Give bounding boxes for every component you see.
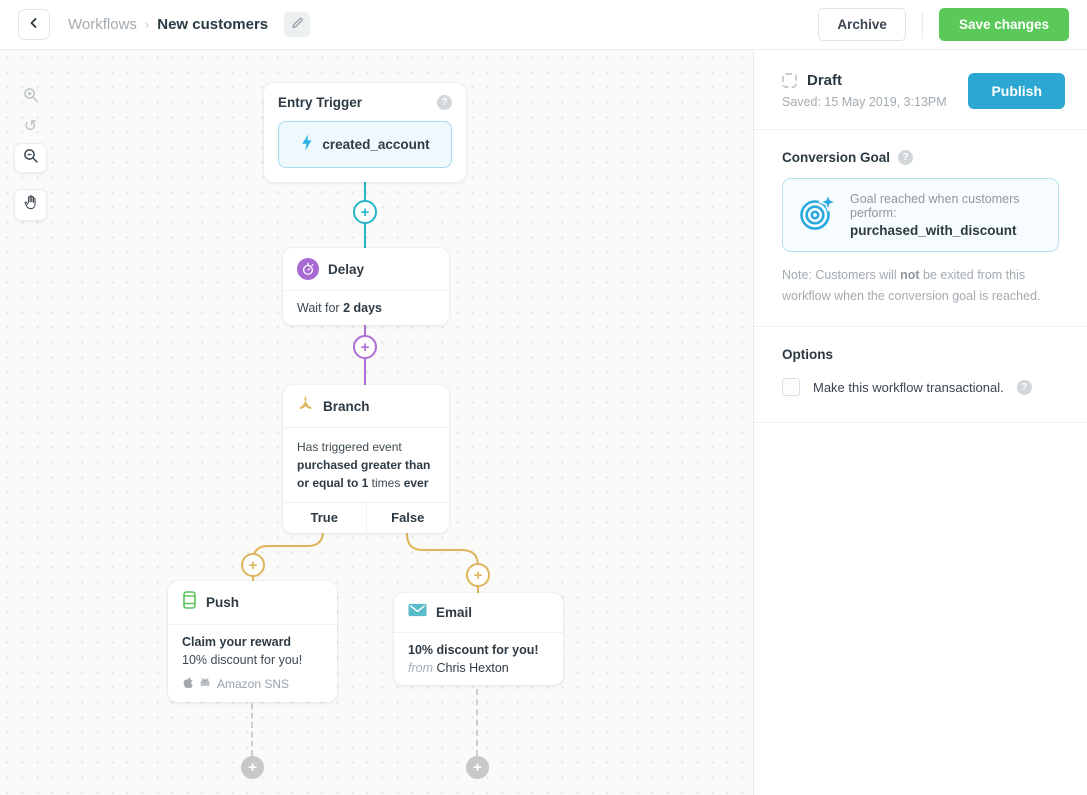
zoom-out-icon [23, 148, 39, 169]
push-body: Claim your reward 10% discount for you! … [168, 624, 337, 702]
goal-note-part1: Note: Customers will [782, 268, 901, 282]
breadcrumb-workflows[interactable]: Workflows [68, 16, 137, 33]
connector-push-next [251, 694, 253, 756]
archive-button[interactable]: Archive [818, 8, 906, 41]
page-title: New customers [157, 16, 269, 33]
publish-button[interactable]: Publish [968, 73, 1065, 109]
pan-tool-button[interactable] [14, 189, 47, 221]
pencil-icon [291, 16, 304, 34]
email-from-name: Chris Hexton [436, 661, 509, 675]
delay-node[interactable]: Delay Wait for 2 days [283, 248, 449, 325]
add-node-button-after-email[interactable]: + [466, 756, 489, 779]
email-from-prefix: from [408, 661, 437, 675]
trigger-event-name: created_account [322, 137, 430, 152]
entry-trigger-help-icon[interactable]: ? [437, 95, 452, 110]
conversion-goal-title: Conversion Goal [782, 150, 891, 165]
goal-description: Goal reached when customers perform: [850, 192, 1020, 220]
options-section: Options Make this workflow transactional… [754, 327, 1087, 424]
settings-panel: Draft Saved: 15 May 2019, 3:13PM Publish… [753, 50, 1087, 795]
branch-icon [297, 395, 314, 417]
undo-icon: ↺ [23, 118, 38, 135]
push-node[interactable]: Push Claim your reward 10% discount for … [168, 581, 337, 702]
goal-note-emphasis: not [900, 268, 920, 282]
rename-button[interactable] [284, 12, 311, 37]
email-body: 10% discount for you! from Chris Hexton [394, 632, 563, 685]
entry-trigger-title: Entry Trigger [278, 95, 363, 110]
push-message-text: 10% discount for you! [182, 653, 303, 667]
branch-true-label[interactable]: True [283, 503, 367, 533]
branch-cond-window: ever [403, 476, 429, 490]
delay-text-prefix: Wait for [297, 301, 344, 315]
add-step-button-true-branch[interactable]: + [241, 553, 265, 577]
header-divider [921, 11, 923, 38]
apple-icon [182, 676, 193, 692]
branch-cond-event: purchased greater than or equal to 1 [297, 458, 431, 490]
back-button[interactable] [18, 9, 50, 40]
envelope-icon [408, 603, 427, 622]
lightning-bolt-icon [300, 133, 313, 156]
push-title: Push [206, 595, 240, 610]
add-node-button-after-push[interactable]: + [241, 756, 264, 779]
branch-cond-text: Has triggered event [297, 440, 402, 454]
options-title: Options [782, 347, 833, 363]
breadcrumb: Workflows › New customers [68, 12, 311, 37]
push-message-title: Claim your reward [182, 635, 292, 649]
delay-duration: 2 days [343, 301, 382, 315]
plus-icon: + [473, 566, 483, 584]
add-step-button-false-branch[interactable]: + [466, 563, 490, 587]
entry-trigger-node[interactable]: Entry Trigger ? created_account [264, 83, 466, 182]
plus-icon: + [360, 338, 370, 356]
email-title: Email [436, 605, 473, 620]
android-icon [199, 677, 211, 692]
plus-icon: + [248, 556, 258, 574]
zoom-in-icon [23, 87, 39, 108]
stopwatch-icon [297, 258, 319, 280]
top-header: Workflows › New customers Archive Save c… [0, 0, 1087, 50]
plus-icon: + [360, 203, 370, 221]
conversion-goal-help-icon[interactable]: ? [898, 150, 914, 165]
breadcrumb-separator: › [144, 17, 150, 32]
status-label: Draft [807, 72, 843, 89]
branch-cond-times: times [368, 476, 404, 490]
zoom-out-button[interactable] [14, 143, 47, 173]
add-step-button-delay-branch[interactable]: + [353, 335, 377, 359]
chevron-left-icon [27, 16, 41, 33]
transactional-help-icon[interactable]: ? [1016, 379, 1032, 395]
save-changes-button[interactable]: Save changes [938, 8, 1069, 41]
branch-outcomes: True False [283, 502, 449, 533]
target-goal-icon [797, 191, 839, 238]
goal-note: Note: Customers will not be exited from … [782, 265, 1059, 306]
email-subject: 10% discount for you! [408, 643, 539, 657]
goal-note-part2: be exited from this workflow when the co… [782, 268, 1041, 303]
conversion-goal-box[interactable]: Goal reached when customers perform: pur… [782, 178, 1059, 252]
email-node[interactable]: Email 10% discount for you! from Chris H… [394, 593, 563, 685]
draft-status-icon [782, 73, 797, 88]
saved-timestamp: Saved: 15 May 2019, 3:13PM [782, 95, 947, 109]
branch-node[interactable]: Branch Has triggered event purchased gre… [283, 385, 449, 533]
branch-false-label[interactable]: False [391, 510, 425, 525]
branch-title: Branch [323, 398, 370, 414]
add-step-button-entry-delay[interactable]: + [353, 200, 377, 224]
delay-title: Delay [328, 261, 365, 277]
plus-icon: + [473, 759, 482, 776]
status-section: Draft Saved: 15 May 2019, 3:13PM Publish [754, 50, 1087, 130]
delay-body: Wait for 2 days [283, 290, 449, 325]
trigger-event-box[interactable]: created_account [278, 121, 452, 168]
connector-email-next [476, 679, 478, 756]
goal-event-name: purchased_with_discount [850, 223, 1017, 238]
zoom-in-button[interactable] [14, 82, 47, 112]
workflow-canvas[interactable]: ↺ + + + + + + En [0, 50, 753, 795]
undo-button[interactable]: ↺ [14, 112, 47, 142]
transactional-label: Make this workflow transactional. [813, 379, 1004, 395]
branch-condition: Has triggered event purchased greater th… [283, 427, 449, 502]
push-provider: Amazon SNS [217, 677, 290, 691]
hand-icon [22, 194, 39, 216]
conversion-goal-section: Conversion Goal ? Goal reached when cust… [754, 130, 1087, 328]
plus-icon: + [248, 759, 257, 776]
transactional-checkbox[interactable] [782, 378, 800, 397]
push-phone-icon [182, 591, 197, 614]
